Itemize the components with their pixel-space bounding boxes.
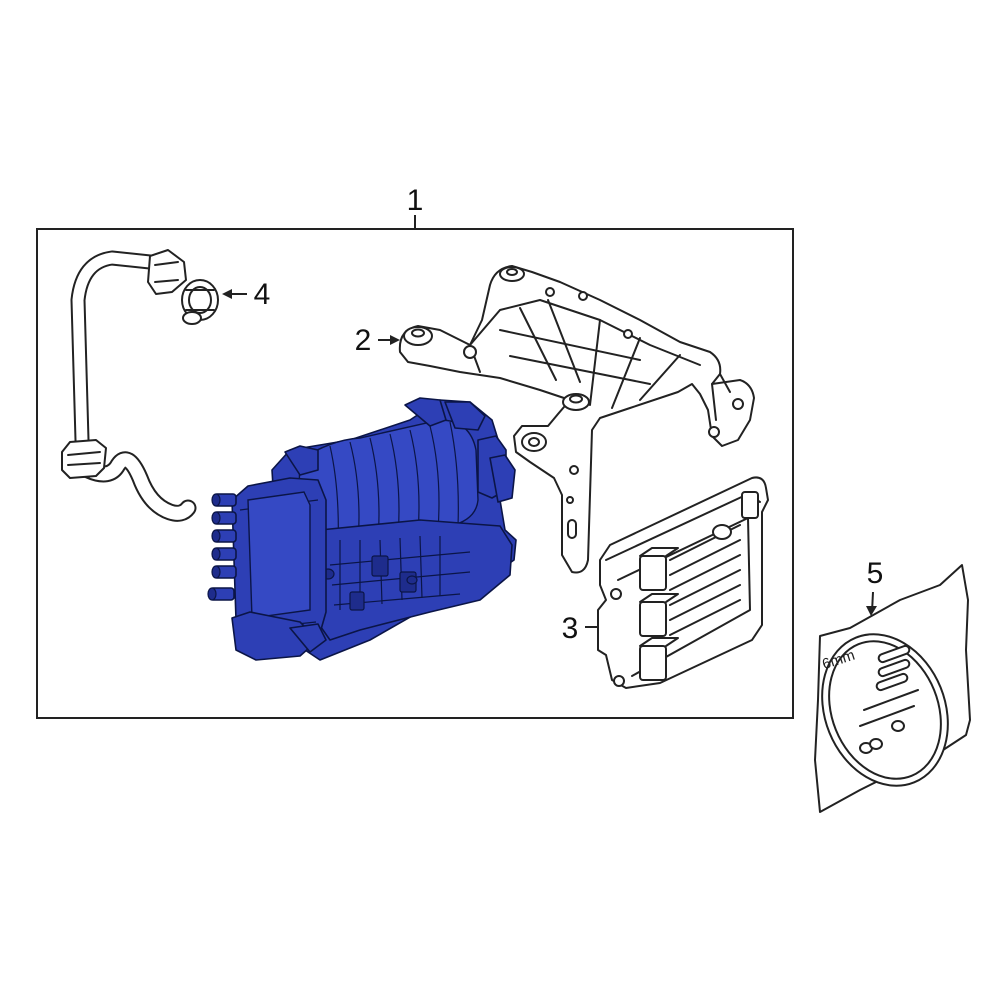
pump-assembly-highlighted	[207, 397, 517, 661]
control-module	[597, 476, 769, 689]
hose-assembly	[61, 249, 219, 522]
arrow-2-icon	[390, 335, 400, 345]
hardware-kit: 6mm	[814, 564, 971, 813]
arrow-5-icon	[866, 606, 877, 616]
mounting-bracket	[398, 265, 755, 574]
callout-2-group: 2	[355, 324, 400, 357]
callout-4: 4	[254, 278, 271, 311]
kit-fasteners	[859, 644, 919, 754]
callout-3: 3	[562, 612, 579, 645]
arrow-4-icon	[222, 289, 232, 299]
assembly-frame	[36, 215, 794, 719]
callout-5: 5	[867, 557, 884, 590]
callout-2: 2	[355, 324, 372, 357]
callout-5-group: 5	[866, 557, 883, 616]
callout-1: 1	[407, 184, 424, 217]
port-row	[207, 493, 237, 601]
callout-4-group: 4	[222, 278, 270, 311]
